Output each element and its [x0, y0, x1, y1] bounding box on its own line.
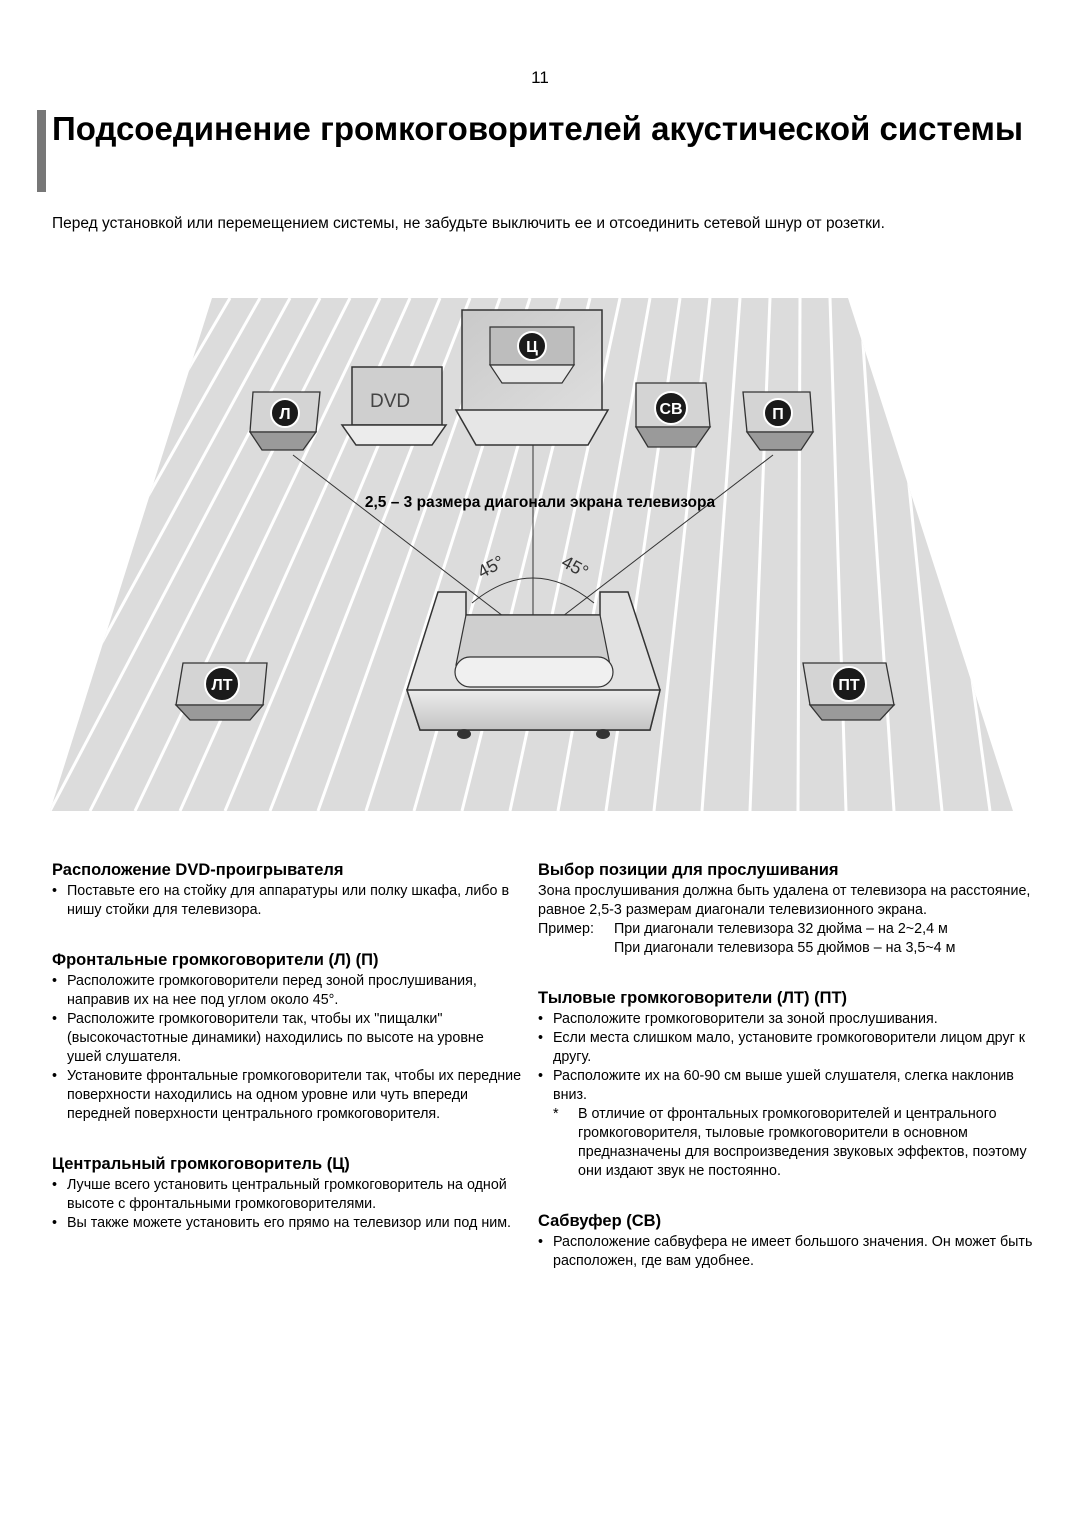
speaker-left-label: Л: [279, 406, 290, 423]
list-item: Расположите громкоговорители за зоной пр…: [538, 1010, 1038, 1029]
dvd-label: DVD: [370, 391, 410, 412]
list-item: Расположение сабвуфера не имеет большого…: [538, 1233, 1038, 1271]
example-line: При диагонали телевизора 32 дюйма – на 2…: [614, 921, 948, 937]
page-number: 11: [531, 68, 549, 87]
section-heading: Расположение DVD-проигрывателя: [52, 861, 344, 879]
list-item: Вы также можете установить его прямо на …: [52, 1214, 522, 1233]
footnote-mark: *: [553, 1106, 559, 1122]
example-line: При диагонали телевизора 55 дюймов – на …: [614, 940, 956, 956]
listening-lines: [292, 433, 774, 640]
speaker-placement-diagram: Ц DVD Л СВ П 2,5 – 3 размера диагонали э…: [50, 298, 1013, 811]
list-item: Расположите громкоговорители перед зоной…: [52, 972, 522, 1010]
section-heading: Фронтальные громкоговорители (Л) (П): [52, 951, 379, 969]
intro-paragraph: Перед установкой или перемещением систем…: [52, 215, 885, 232]
speaker-subwoofer-badge: [654, 391, 688, 425]
section-subwoofer: Сабвуфер (СВ) Расположение сабвуфера не …: [538, 1211, 1038, 1271]
speaker-center-label: Ц: [526, 339, 538, 356]
speaker-left: [248, 391, 321, 451]
section-listening-position: Выбор позиции для прослушивания Зона про…: [538, 860, 1038, 958]
example-lines: При диагонали телевизора 32 дюйма – на 2…: [614, 920, 1038, 958]
example-label: Пример:: [538, 921, 594, 937]
speaker-rear-right-badge: [831, 666, 867, 702]
section-dvd-placement: Расположение DVD-проигрывателя Поставьте…: [52, 860, 522, 920]
speaker-right-badge: [763, 398, 793, 428]
list-item: Лучше всего установить центральный громк…: [52, 1176, 522, 1214]
section-front-speakers: Фронтальные громкоговорители (Л) (П) Рас…: [52, 950, 522, 1124]
list-item: Расположите громкоговорители так, чтобы …: [52, 1010, 522, 1067]
title-accent-bar: [37, 110, 46, 192]
section-center-speaker: Центральный громкоговоритель (Ц) Лучше в…: [52, 1154, 522, 1233]
speaker-rear-left-badge: [204, 666, 240, 702]
footnote: * В отличие от фронтальных громкоговорит…: [538, 1105, 1038, 1181]
page-title: Подсоединение громкоговорителей акустиче…: [52, 110, 1024, 147]
dvd-player: [340, 366, 448, 446]
sofa: [405, 591, 661, 739]
footnote-text: В отличие от фронтальных громкоговорител…: [578, 1106, 1027, 1179]
list-item: Расположите их на 60-90 см выше ушей слу…: [538, 1067, 1038, 1105]
bullet-list: Расположите громкоговорители за зоной пр…: [538, 1010, 1038, 1105]
list-item: Если места слишком мало, установите гром…: [538, 1029, 1038, 1067]
section-text: Зона прослушивания должна быть удалена о…: [538, 883, 1031, 918]
speaker-rear-right-label: ПТ: [838, 677, 860, 694]
right-column: Выбор позиции для прослушивания Зона про…: [538, 860, 1038, 1301]
section-heading: Выбор позиции для прослушивания: [538, 861, 839, 879]
speaker-subwoofer-label: СВ: [659, 401, 682, 418]
speaker-left-badge: [270, 398, 300, 428]
section-rear-speakers: Тыловые громкоговорители (ЛТ) (ПТ) Распо…: [538, 988, 1038, 1181]
distance-label: 2,5 – 3 размера диагонали экрана телевиз…: [365, 494, 716, 511]
left-column: Расположение DVD-проигрывателя Поставьте…: [52, 860, 522, 1263]
bullet-list: Лучше всего установить центральный громк…: [52, 1176, 522, 1233]
example-row: Пример: При диагонали телевизора 32 дюйм…: [538, 920, 1038, 958]
list-item: Поставьте его на стойку для аппаратуры и…: [52, 882, 522, 920]
section-heading: Центральный громкоговоритель (Ц): [52, 1155, 350, 1173]
list-item: Установите фронтальные громкоговорители …: [52, 1067, 522, 1124]
speaker-right-label: П: [772, 406, 784, 423]
speaker-rear-left-label: ЛТ: [212, 677, 233, 694]
speaker-center-badge: [517, 331, 547, 361]
bullet-list: Поставьте его на стойку для аппаратуры и…: [52, 882, 522, 920]
section-heading: Сабвуфер (СВ): [538, 1212, 662, 1230]
section-heading: Тыловые громкоговорители (ЛТ) (ПТ): [538, 989, 848, 1007]
bullet-list: Расположите громкоговорители перед зоной…: [52, 972, 522, 1124]
bullet-list: Расположение сабвуфера не имеет большого…: [538, 1233, 1038, 1271]
